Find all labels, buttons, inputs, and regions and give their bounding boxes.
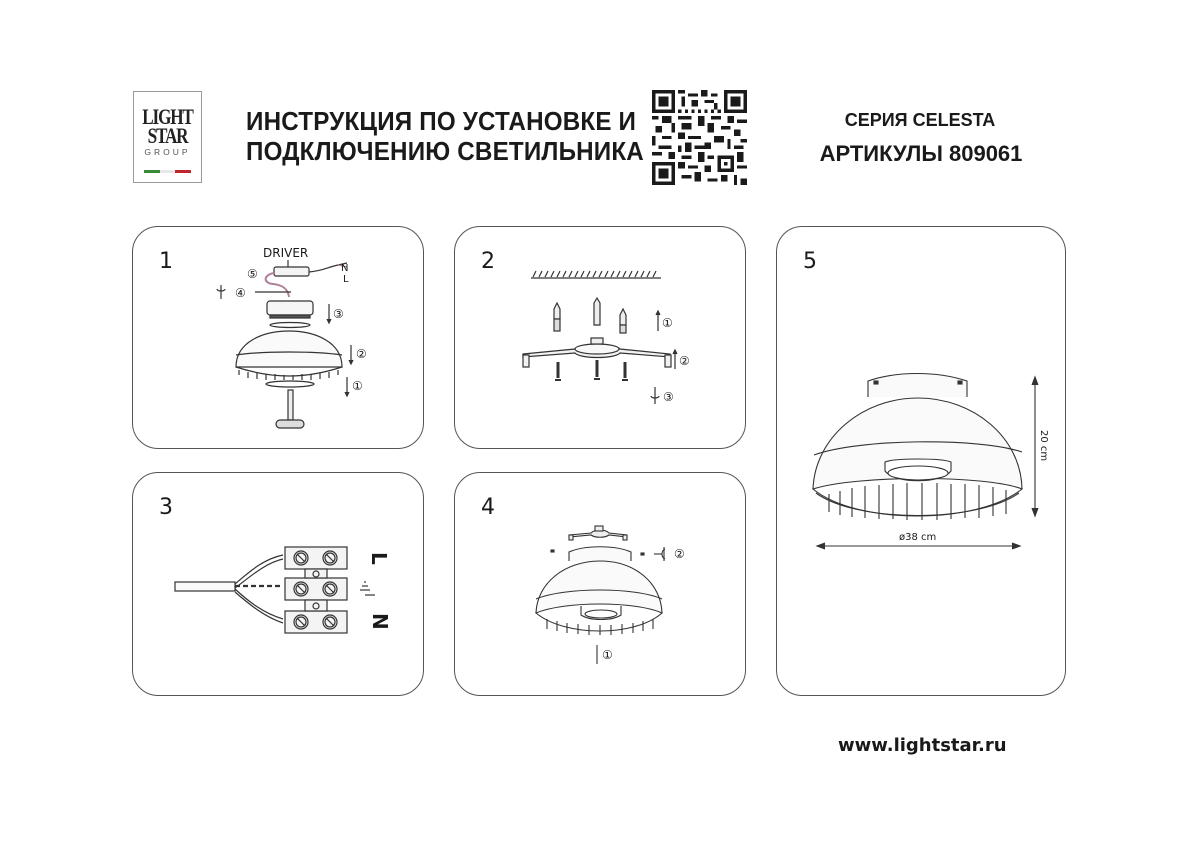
step-marker-5: ⑤ xyxy=(247,267,258,281)
step-number: 5 xyxy=(803,249,817,274)
step-5-panel: 5 20 cm ø38 cm xyxy=(776,226,1066,696)
step-number: 1 xyxy=(159,249,173,274)
height-dimension-label: 20 cm xyxy=(1038,430,1049,461)
step-2-panel: 2 ① ② ③ xyxy=(454,226,746,449)
n-label: N xyxy=(341,263,348,274)
l-label: L xyxy=(343,274,349,285)
step-marker-3: ③ xyxy=(333,307,344,321)
qr-code-icon xyxy=(652,90,747,185)
website-link[interactable]: www.lightstar.ru xyxy=(838,735,1007,756)
step-marker-2: ② xyxy=(674,547,685,561)
logo-line-star: STAR xyxy=(147,123,189,148)
step-marker-4: ④ xyxy=(235,286,246,300)
article-number: АРТИКУЛЫ 809061 xyxy=(819,141,1023,166)
italian-flag-stripe xyxy=(144,170,192,173)
step-marker-1: ① xyxy=(662,316,673,330)
step-marker-2: ② xyxy=(356,347,367,361)
step-marker-1: ① xyxy=(602,648,613,662)
step-marker-2: ② xyxy=(679,354,690,368)
step-3-panel: 3 L N xyxy=(132,472,424,696)
lightstar-logo: LIGHT STAR GROUP xyxy=(133,91,202,183)
page-title: ИНСТРУКЦИЯ ПО УСТАНОВКЕ И ПОДКЛЮЧЕНИЮ СВ… xyxy=(246,106,644,166)
step-4-diagram: ② ① xyxy=(534,525,685,664)
series-label: СЕРИЯ CELESTA xyxy=(844,110,996,130)
title-line-1: ИНСТРУКЦИЯ ПО УСТАНОВКЕ И xyxy=(246,106,637,136)
step-marker-1: ① xyxy=(352,379,363,393)
logo-line-group: GROUP xyxy=(144,147,191,157)
logo-line-light: LIGHT xyxy=(142,104,194,129)
neutral-terminal-label: N xyxy=(368,613,392,630)
step-marker-3: ③ xyxy=(663,390,674,404)
step-1-panel: 1 DRIVER N L ⑤ ④ ③ ② ① xyxy=(132,226,424,449)
step-number: 2 xyxy=(481,249,495,274)
step-1-diagram: DRIVER N L ⑤ ④ ③ ② ① xyxy=(216,246,367,429)
step-5-dimension-diagram: 20 cm ø38 cm xyxy=(811,373,1049,550)
step-number: 3 xyxy=(159,495,173,520)
step-number: 4 xyxy=(481,495,495,520)
step-2-diagram: ① ② ③ xyxy=(522,270,690,404)
title-line-2: ПОДКЛЮЧЕНИЮ СВЕТИЛЬНИКА xyxy=(246,136,644,166)
step-4-panel: 4 ② ① xyxy=(454,472,746,696)
ground-icon xyxy=(360,581,375,596)
driver-label: DRIVER xyxy=(263,246,308,260)
live-terminal-label: L xyxy=(367,552,391,565)
diameter-dimension-label: ø38 cm xyxy=(899,532,936,543)
step-3-diagram: L N xyxy=(174,546,392,634)
